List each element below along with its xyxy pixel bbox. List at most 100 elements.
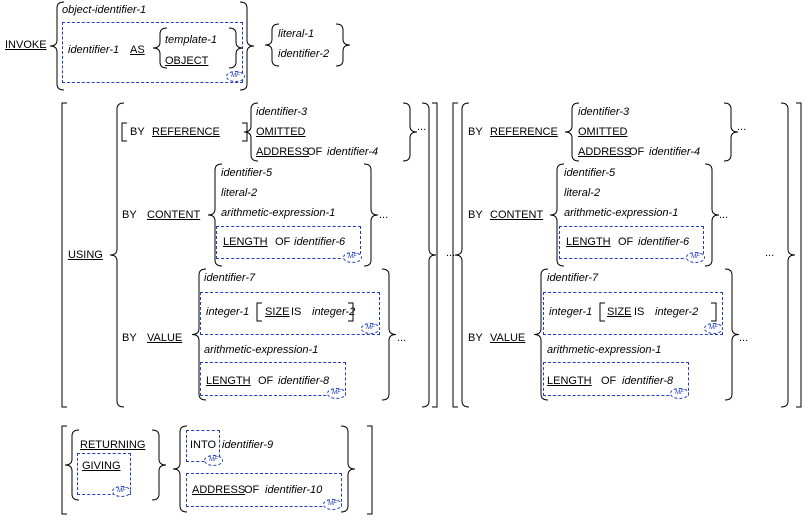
by-keyword: BY <box>122 332 137 344</box>
repeat-ellipsis: ... <box>397 332 407 344</box>
of-keyword: OF <box>275 236 291 248</box>
mf-badge: MF <box>704 323 723 334</box>
as-keyword: AS <box>130 44 145 56</box>
square-bracket-right <box>796 102 802 408</box>
identifier-10-label: identifier-10 <box>265 484 323 496</box>
mf-extension-box-length-6 <box>216 226 361 259</box>
mf-extension-box-length-8 <box>200 362 346 396</box>
brace-left <box>549 163 565 267</box>
mf-badge: MF <box>226 71 245 82</box>
identifier-4-label: identifier-4 <box>327 146 379 158</box>
identifier-9-label: identifier-9 <box>222 439 274 451</box>
object-identifier-1-label: object-identifier-1 <box>62 4 147 16</box>
brace-left <box>264 23 280 67</box>
size-keyword: SIZE <box>265 306 290 318</box>
length-keyword: LENGTH <box>206 375 251 387</box>
by-keyword: BY <box>130 126 145 138</box>
square-bracket-right <box>367 425 373 515</box>
arithmetic-expression-1-label: arithmetic-expression-1 <box>547 344 662 356</box>
integer-2-label: integer-2 <box>312 306 356 318</box>
address-keyword: ADDRESS <box>192 484 246 496</box>
brace-right <box>335 23 351 67</box>
content-keyword: CONTENT <box>147 209 201 221</box>
brace-right <box>151 429 167 501</box>
mf-badge: MF <box>327 388 346 399</box>
repeat-ellipsis: ... <box>739 332 749 344</box>
of-keyword: OF <box>244 484 260 496</box>
mf-extension-box-into <box>186 430 220 462</box>
brace-left <box>533 268 549 401</box>
brace-right <box>402 102 418 162</box>
arithmetic-expression-1-label: arithmetic-expression-1 <box>221 207 336 219</box>
square-bracket-left <box>256 302 262 322</box>
is-keyword: IS <box>634 306 645 318</box>
brace-right <box>704 163 720 267</box>
brace-left <box>172 425 188 513</box>
of-keyword: OF <box>307 146 323 158</box>
literal-1-label: literal-1 <box>278 28 315 40</box>
brace-right <box>239 1 255 91</box>
literal-2-label: literal-2 <box>221 187 258 199</box>
reference-keyword: REFERENCE <box>490 126 558 138</box>
repeat-ellipsis: ... <box>765 247 775 259</box>
of-keyword: OF <box>258 375 274 387</box>
giving-keyword: GIVING <box>82 460 121 472</box>
of-keyword: OF <box>601 375 617 387</box>
brace-right <box>724 268 740 401</box>
brace-right <box>228 27 244 69</box>
square-bracket-left <box>61 425 67 515</box>
mf-extension-box-as-template <box>62 22 243 83</box>
brace-right <box>723 102 739 162</box>
identifier-6-label: identifier-6 <box>638 236 690 248</box>
mf-extension-box-length-6 <box>559 226 704 259</box>
length-keyword: LENGTH <box>547 375 592 387</box>
integer-2-label: integer-2 <box>655 306 699 318</box>
mf-badge: MF <box>323 499 342 510</box>
square-bracket-right <box>432 102 438 408</box>
brace-right <box>381 268 397 401</box>
using-keyword: USING <box>68 249 103 261</box>
address-keyword: ADDRESS <box>578 146 632 158</box>
square-bracket-left <box>452 102 458 408</box>
content-keyword: CONTENT <box>490 209 544 221</box>
of-keyword: OF <box>629 146 645 158</box>
repeat-ellipsis: ... <box>719 209 729 221</box>
brace-left <box>49 1 65 91</box>
square-bracket-left <box>61 102 67 408</box>
mf-badge: MF <box>204 455 223 466</box>
omitted-keyword: OMITTED <box>578 126 628 138</box>
literal-2-label: literal-2 <box>564 187 601 199</box>
integer-1-label: integer-1 <box>206 306 250 318</box>
square-bracket-left <box>599 302 605 322</box>
identifier-6-label: identifier-6 <box>294 236 346 248</box>
mf-extension-box-size <box>543 292 723 335</box>
mf-badge: MF <box>670 388 689 399</box>
length-keyword: LENGTH <box>223 236 268 248</box>
identifier-8-label: identifier-8 <box>278 375 330 387</box>
by-keyword: BY <box>122 209 137 221</box>
brace-left <box>109 102 125 408</box>
identifier-1-label: identifier-1 <box>68 44 120 56</box>
identifier-5-label: identifier-5 <box>564 167 616 179</box>
square-bracket-right <box>348 302 354 322</box>
mf-extension-box-length-8 <box>543 362 689 396</box>
mf-badge: MF <box>343 252 362 263</box>
reference-keyword: REFERENCE <box>152 126 220 138</box>
arithmetic-expression-1-label: arithmetic-expression-1 <box>564 207 679 219</box>
brace-right <box>780 102 796 408</box>
invoke-keyword: INVOKE <box>5 39 47 51</box>
mf-badge: MF <box>112 486 131 497</box>
mf-extension-box-giving <box>77 453 131 495</box>
mf-badge: MF <box>686 252 705 263</box>
returning-keyword: RETURNING <box>80 439 146 451</box>
mf-badge: MF <box>361 323 380 334</box>
template-1-label: template-1 <box>165 34 217 46</box>
identifier-4-label: identifier-4 <box>649 146 701 158</box>
object-keyword: OBJECT <box>165 55 209 67</box>
brace-right <box>421 102 437 408</box>
by-keyword: BY <box>468 209 483 221</box>
into-keyword: INTO <box>190 439 217 451</box>
brace-right <box>363 163 379 267</box>
